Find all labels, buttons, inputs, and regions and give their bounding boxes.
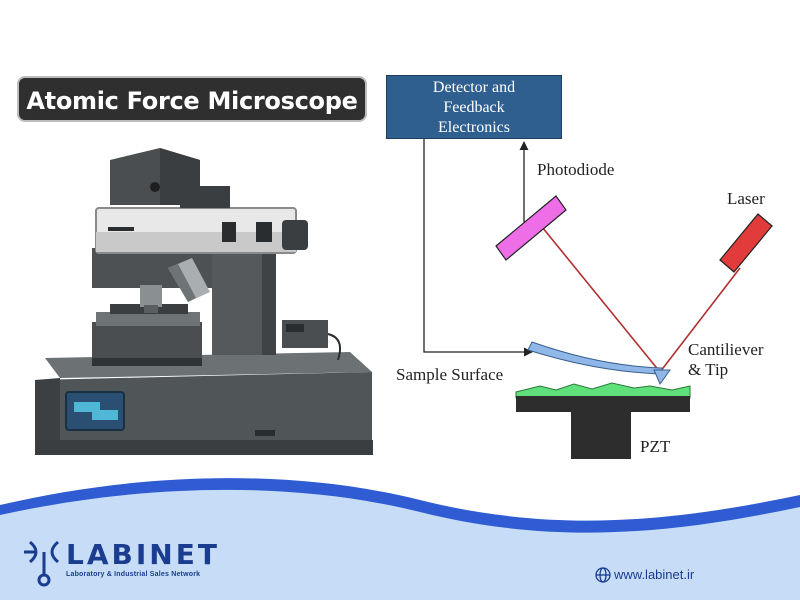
pzt-block	[571, 412, 631, 459]
feedback-arrow	[423, 139, 533, 357]
detector-line: Feedback	[443, 99, 505, 116]
pzt-label: PZT	[640, 437, 671, 456]
brand-logo: LABINET Laboratory & Industrial Sales Ne…	[66, 540, 220, 579]
cantilever-label: Cantiliever & Tip	[688, 340, 764, 380]
sample-stage	[92, 322, 202, 358]
laser-beam-incident	[659, 267, 741, 373]
laser-label: Laser	[727, 189, 765, 208]
detector-line: Detector and	[432, 79, 516, 96]
detector-box: Detector and Feedback Electronics	[386, 75, 562, 139]
photodiode-icon	[495, 195, 567, 261]
photodiode-label: Photodiode	[537, 160, 615, 179]
brand-name: LABINET	[66, 538, 220, 571]
cantilever-label-line: & Tip	[688, 360, 729, 379]
labinet-logo-icon	[24, 540, 60, 587]
cantilever-label-line: Cantiliever	[688, 340, 764, 359]
eyepiece	[282, 220, 308, 250]
laser-icon	[719, 213, 773, 273]
sample-holder	[516, 396, 690, 412]
globe-icon	[595, 567, 611, 583]
sample-surface-label: Sample Surface	[396, 365, 504, 384]
brand-tagline: Laboratory & Industrial Sales Network	[66, 571, 201, 578]
page-title: Atomic Force Microscope	[17, 76, 367, 122]
website-link[interactable]: www.labinet.ir	[614, 567, 695, 582]
tip-icon	[653, 369, 671, 386]
laser-beam-reflected	[537, 221, 661, 373]
detector-line: Electronics	[438, 119, 510, 136]
objective-lens	[140, 285, 162, 307]
